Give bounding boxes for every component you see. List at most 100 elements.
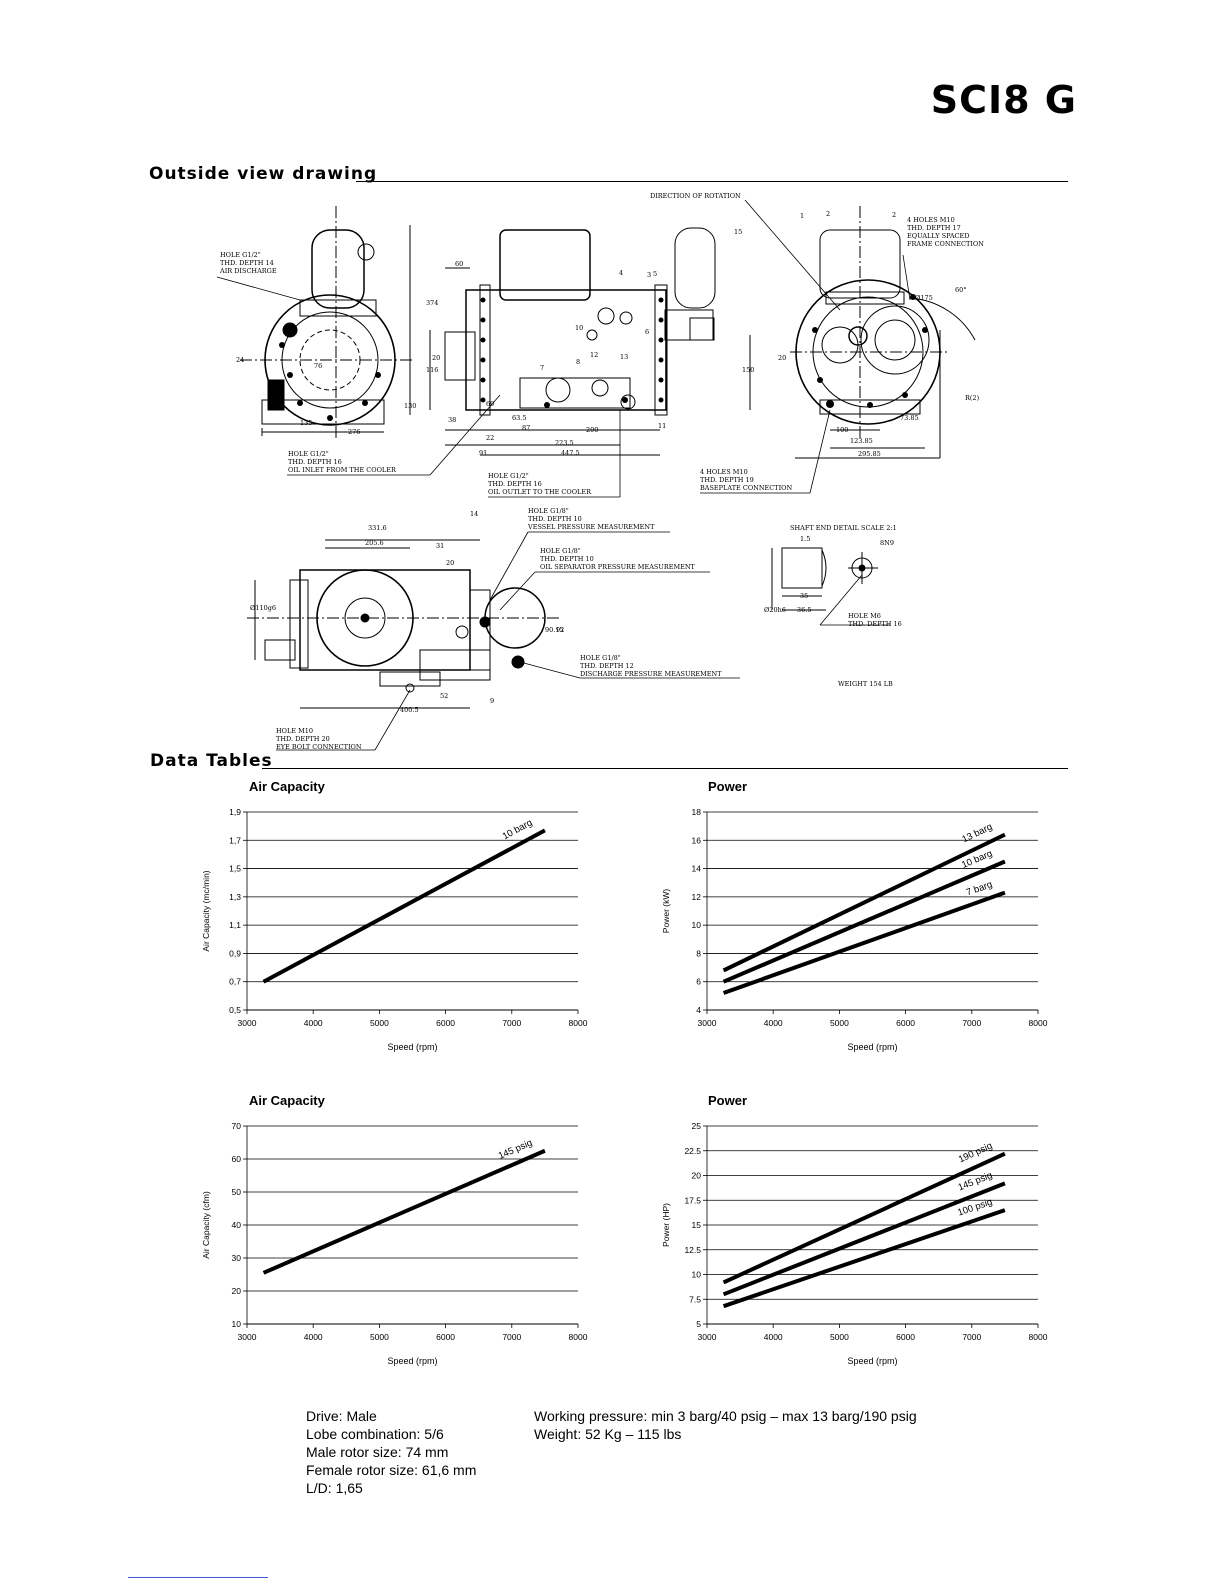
footer-link-underline <box>128 1577 268 1578</box>
part-number-label: 14 <box>470 510 478 518</box>
drawing-label-eyebolt: HOLE M10 <box>276 727 313 735</box>
series-label: 7 barg <box>965 879 994 898</box>
drawing-label-m6-hole: HOLE M6 <box>848 612 881 620</box>
x-tick-label: 5000 <box>370 1332 389 1342</box>
y-tick-label: 1,5 <box>229 864 241 874</box>
y-tick-label: 50 <box>232 1187 242 1197</box>
dimension-label: 52 <box>440 692 448 700</box>
y-tick-label: 22.5 <box>684 1146 701 1156</box>
side-view <box>429 227 751 456</box>
dimension-label: 295.85 <box>858 450 881 458</box>
drawing-label-discharge-measurement: DISCHARGE PRESSURE MEASUREMENT <box>580 670 722 678</box>
dimension-label: 22 <box>486 434 494 442</box>
y-tick-label: 0,9 <box>229 948 241 958</box>
y-axis-title: Power (kW) <box>661 889 671 934</box>
drawing-label-oil-outlet: OIL OUTLET TO THE COOLER <box>488 488 592 496</box>
dimension-label: 35 <box>800 592 808 600</box>
spec-ld: L/D: 1,65 <box>306 1480 363 1496</box>
dimension-label: 90.15 <box>545 626 564 634</box>
part-number-label: 11 <box>658 422 666 430</box>
dimension-label: 38 <box>448 416 456 424</box>
drawing-label-discharge-hole: THD. DEPTH 14 <box>220 259 274 267</box>
x-tick-label: 3000 <box>698 1332 717 1342</box>
y-tick-label: 25 <box>692 1121 702 1131</box>
front-view <box>240 206 415 440</box>
drawing-label-oil-inlet: HOLE G1/2" <box>288 450 329 458</box>
x-axis-title: Speed (rpm) <box>847 1042 897 1052</box>
dimension-label: 91 <box>479 449 487 457</box>
x-tick-label: 8000 <box>569 1332 588 1342</box>
y-axis-title: Air Capacity (mc/min) <box>201 870 211 951</box>
x-tick-label: 4000 <box>304 1018 323 1028</box>
drawing-label-frame-holes: THD. DEPTH 17 <box>907 224 961 232</box>
x-tick-label: 7000 <box>962 1018 981 1028</box>
y-tick-label: 14 <box>692 864 702 874</box>
x-tick-label: 8000 <box>1029 1332 1048 1342</box>
drawing-label-m6-hole: THD. DEPTH 16 <box>848 620 902 628</box>
spec-weight: Weight: 52 Kg – 115 lbs <box>534 1426 682 1442</box>
dimension-label: 116 <box>426 366 438 374</box>
y-tick-label: 5 <box>696 1319 701 1329</box>
drawing-label-oil-separator: OIL SEPARATOR PRESSURE MEASUREMENT <box>540 563 696 571</box>
y-tick-label: 20 <box>232 1286 242 1296</box>
y-tick-label: 4 <box>696 1005 701 1015</box>
x-tick-label: 7000 <box>502 1332 521 1342</box>
part-number-label: 12 <box>590 351 598 359</box>
y-tick-label: 15 <box>692 1220 702 1230</box>
dimension-label: 447.5 <box>561 449 580 457</box>
dimension-label: 223.5 <box>555 439 574 447</box>
x-axis-title: Speed (rpm) <box>847 1356 897 1366</box>
drawing-label-baseplate: THD. DEPTH 19 <box>700 476 754 484</box>
leader-lines <box>216 199 911 751</box>
dimension-label: 63.5 <box>512 414 526 422</box>
y-tick-label: 0,5 <box>229 1005 241 1015</box>
y-tick-label: 10 <box>692 1270 702 1280</box>
x-tick-label: 6000 <box>436 1332 455 1342</box>
dimension-label: Ø110g6 <box>250 604 276 612</box>
dimension-label: 20 <box>432 354 440 362</box>
x-tick-label: 5000 <box>370 1018 389 1028</box>
dimension-label: 331.6 <box>368 524 387 532</box>
series-line <box>262 828 546 984</box>
drawing-label-discharge-measurement: THD. DEPTH 12 <box>580 662 634 670</box>
y-tick-label: 1,7 <box>229 835 241 845</box>
dimension-label: 31 <box>436 542 444 550</box>
y-tick-label: 16 <box>692 835 702 845</box>
drawing-label-rotation: DIRECTION OF ROTATION <box>650 192 741 200</box>
x-tick-label: 4000 <box>764 1332 783 1342</box>
y-tick-label: 17.5 <box>684 1195 701 1205</box>
dimension-label: Ø20h6 <box>764 606 786 614</box>
drawing-label-oil-inlet: THD. DEPTH 16 <box>288 458 342 466</box>
series-line <box>722 890 1006 995</box>
spec-female-rotor: Female rotor size: 61,6 mm <box>306 1462 477 1478</box>
part-number-label: 4 <box>619 269 623 277</box>
series-line <box>262 1148 546 1275</box>
end-view <box>790 206 976 459</box>
y-tick-label: 70 <box>232 1121 242 1131</box>
dimension-label: 150 <box>742 366 754 374</box>
drawing-label-frame-holes: FRAME CONNECTION <box>907 240 984 248</box>
chart-title: Air Capacity <box>249 1093 325 1108</box>
dimension-label: 130 <box>404 402 416 410</box>
dimension-label: 400.5 <box>400 706 419 714</box>
part-number-label: 6 <box>645 328 649 336</box>
y-tick-label: 12 <box>692 892 702 902</box>
x-tick-label: 8000 <box>1029 1018 1048 1028</box>
series-line <box>722 832 1006 973</box>
drawing-label-oil-inlet: OIL INLET FROM THE COOLER <box>288 466 397 474</box>
drawing-label-baseplate: BASEPLATE CONNECTION <box>700 484 792 492</box>
dimension-label: 24 <box>236 356 244 364</box>
dimension-label: 69 <box>486 400 494 408</box>
series-line <box>722 859 1006 984</box>
part-number-label: 9 <box>490 697 494 705</box>
drawing-label-oil-separator: HOLE G1/8" <box>540 547 581 555</box>
series-line <box>722 1151 1006 1285</box>
dimension-label: 92 <box>556 626 564 634</box>
part-number-label: 15 <box>734 228 742 236</box>
part-number-label: 3 <box>647 271 651 279</box>
drawing-label-discharge-measurement: HOLE G1/8" <box>580 654 621 662</box>
y-tick-label: 7.5 <box>689 1294 701 1304</box>
dimension-label: 276 <box>348 428 360 436</box>
drawing-label-frame-holes: 4 HOLES M10 <box>907 216 955 224</box>
